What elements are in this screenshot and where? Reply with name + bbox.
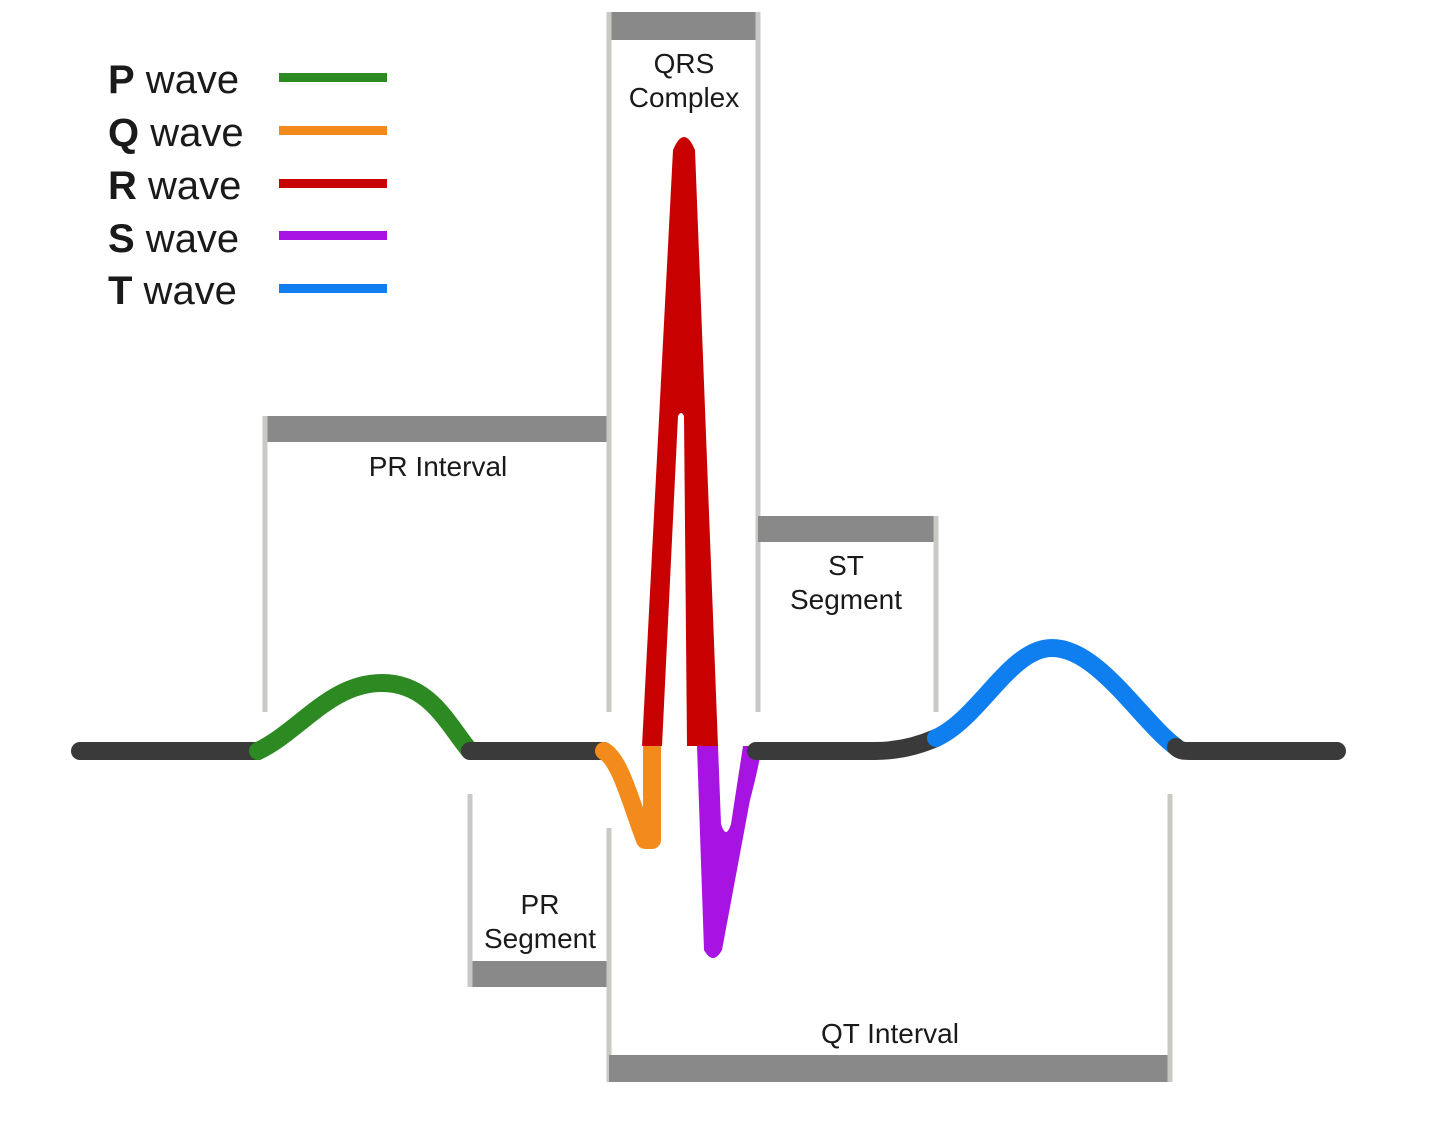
legend-letter: R	[108, 164, 137, 208]
p-wave-curve	[249, 674, 479, 760]
legend-letter: P	[108, 58, 135, 102]
r-wave-spike	[642, 137, 718, 746]
qt-interval-bracket	[609, 794, 1173, 1082]
legend-item-q-wave: Q wave	[108, 111, 387, 155]
q-wave-curve	[595, 737, 661, 849]
pr-interval-bar	[264, 416, 610, 442]
qt-interval-label: QT Interval	[821, 1018, 959, 1049]
legend-word: wave	[139, 111, 244, 155]
legend-word: wave	[135, 217, 240, 261]
pr-segment-label-line1: PR	[521, 889, 560, 920]
legend: P wave Q wave R wave S wave T wave	[108, 58, 387, 313]
t-wave-curve	[927, 639, 1185, 756]
pr-interval-label: PR Interval	[369, 451, 508, 482]
legend-letter: Q	[108, 111, 139, 155]
st-segment-label-line2: Segment	[790, 584, 902, 615]
baseline-st-segment	[747, 729, 945, 760]
legend-word: wave	[132, 269, 237, 313]
qrs-label-line2: Complex	[629, 82, 739, 113]
legend-swatch-t	[279, 284, 387, 293]
legend-swatch-p	[279, 73, 387, 82]
s-wave-trough	[697, 746, 762, 958]
legend-item-s-wave: S wave	[108, 217, 387, 261]
legend-swatch-r	[279, 179, 387, 188]
legend-letter: T	[108, 269, 132, 313]
pr-segment-bracket	[467, 794, 612, 1082]
legend-item-t-wave: T wave	[108, 269, 387, 313]
pr-segment-label-line2: Segment	[484, 923, 596, 954]
qrs-complex-bar	[609, 12, 759, 40]
legend-swatch-q	[279, 126, 387, 135]
legend-item-r-wave: R wave	[108, 164, 387, 208]
legend-word: wave	[137, 164, 242, 208]
legend-item-p-wave: P wave	[108, 58, 387, 102]
st-segment-bar	[758, 516, 938, 542]
legend-word: wave	[135, 58, 240, 102]
legend-swatch-s	[279, 231, 387, 240]
svg-text:R wave: R wave	[108, 164, 241, 208]
ecg-trace	[71, 137, 1346, 958]
svg-text:T wave: T wave	[108, 269, 237, 313]
svg-text:P wave: P wave	[108, 58, 239, 102]
qrs-label-line1: QRS	[654, 48, 715, 79]
pr-segment-bar	[469, 961, 609, 987]
st-segment-label-line1: ST	[828, 550, 864, 581]
legend-letter: S	[108, 217, 135, 261]
qrs-complex-bracket	[606, 12, 761, 712]
st-segment-bracket	[758, 516, 939, 712]
qt-interval-bar	[609, 1055, 1172, 1082]
svg-text:S wave: S wave	[108, 217, 239, 261]
baseline-right	[1167, 738, 1346, 760]
svg-text:Q wave: Q wave	[108, 111, 244, 155]
